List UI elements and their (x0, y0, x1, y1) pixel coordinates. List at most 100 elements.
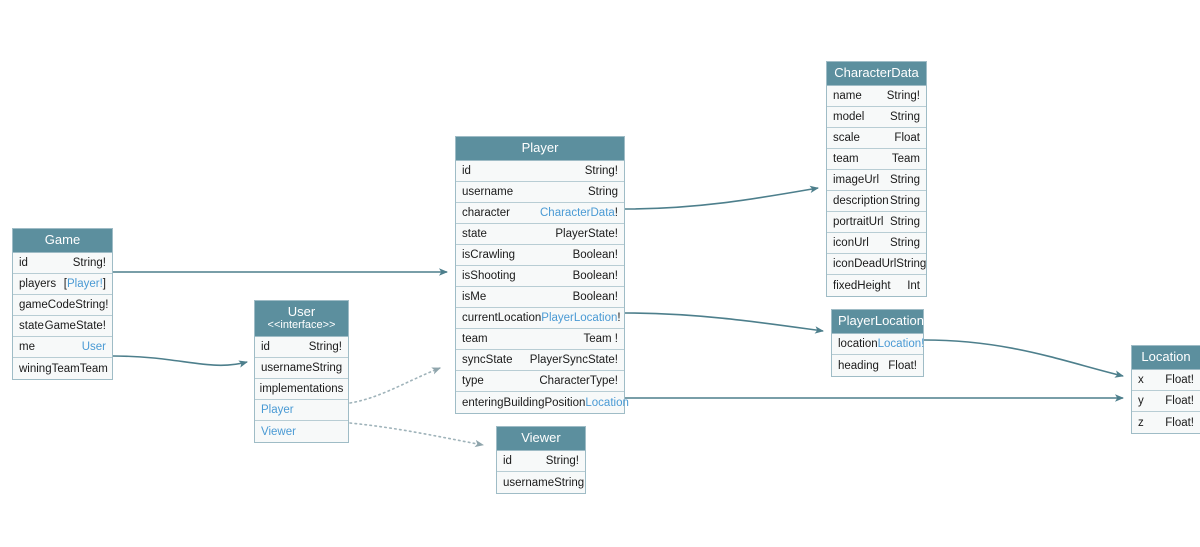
non-null-marker: ! (617, 312, 621, 324)
entity-characterdata[interactable]: CharacterData name String! model String … (826, 61, 927, 297)
field-row[interactable]: team Team ! (456, 329, 624, 350)
field-name: id (261, 341, 270, 353)
field-name: id (462, 165, 471, 177)
field-row[interactable]: isCrawling Boolean! (456, 245, 624, 266)
field-row[interactable]: character CharacterData! (456, 203, 624, 224)
field-row[interactable]: username String (456, 182, 624, 203)
field-row[interactable]: portraitUrl String (827, 212, 926, 233)
field-type: String (554, 476, 585, 489)
field-name: me (19, 341, 35, 353)
field-row[interactable]: heading Float! (832, 355, 923, 376)
field-row[interactable]: fixedHeight Int (827, 275, 926, 296)
field-row[interactable]: type CharacterType! (456, 371, 624, 392)
field-type: Float! (1165, 416, 1194, 429)
field-type-link[interactable]: Location! (877, 338, 925, 350)
field-type: Int (907, 279, 920, 292)
field-type: PlayerState! (555, 228, 618, 240)
field-type: Float (894, 132, 920, 144)
field-type: CharacterType! (539, 375, 618, 387)
entity-viewer-header: Viewer (497, 427, 585, 451)
implementation-player[interactable]: Player (261, 404, 294, 416)
field-name: location (838, 338, 878, 350)
field-type: CharacterData! (540, 207, 618, 219)
field-type: Team ! (583, 333, 618, 345)
field-row[interactable]: syncState PlayerSyncState! (456, 350, 624, 371)
field-row[interactable]: imageUrl String (827, 170, 926, 191)
field-type: [Player!] (64, 278, 106, 290)
field-row[interactable]: iconUrl String (827, 233, 926, 254)
field-name: description (833, 195, 889, 207)
field-row[interactable]: location Location! (832, 334, 925, 355)
entity-viewer-title: Viewer (521, 430, 561, 445)
field-row[interactable]: id String! (456, 161, 624, 182)
entity-user-title: User (287, 304, 316, 319)
edge-game-me-to-user (112, 355, 248, 368)
field-name: username (261, 362, 313, 374)
field-type: String! (308, 341, 342, 353)
field-type: String (889, 237, 920, 249)
field-name: name (833, 90, 862, 102)
field-row[interactable]: username String (497, 472, 585, 493)
entity-playerlocation[interactable]: PlayerLocation location Location! headin… (831, 309, 924, 377)
field-type-link[interactable]: Player! (67, 278, 103, 290)
field-type-link[interactable]: CharacterData (540, 207, 615, 219)
field-row[interactable]: enteringBuildingPosition Location (456, 392, 629, 413)
field-row[interactable]: username String (255, 358, 348, 379)
implementation-viewer[interactable]: Viewer (261, 425, 296, 438)
entity-game-title: Game (44, 232, 81, 247)
field-type: Float! (1165, 395, 1194, 407)
field-row[interactable]: z Float! (1132, 412, 1200, 433)
field-row[interactable]: gameCode String! (13, 295, 112, 316)
field-row[interactable]: team Team (827, 149, 926, 170)
entity-characterdata-title: CharacterData (834, 65, 919, 80)
field-row[interactable]: state GameState! (13, 316, 112, 337)
implementation-row[interactable]: Viewer (255, 421, 348, 442)
field-row[interactable]: iconDeadUrl String (827, 254, 926, 275)
field-row[interactable]: id String! (497, 451, 585, 472)
field-type: PlayerLocation! (541, 312, 620, 324)
field-row[interactable]: name String! (827, 86, 926, 107)
field-name: team (462, 333, 488, 345)
field-type: String (889, 195, 920, 207)
field-row[interactable]: winingTeam Team (13, 358, 112, 379)
entity-user-stereotype: <<interface>> (267, 319, 336, 331)
implementations-label: implementations (259, 383, 344, 395)
field-row[interactable]: id String! (255, 337, 348, 358)
field-row[interactable]: scale Float (827, 128, 926, 149)
edge-user-impl-player (349, 367, 441, 404)
field-name: scale (833, 132, 860, 144)
field-type: PlayerSyncState! (529, 354, 618, 366)
field-type-link[interactable]: Location (585, 396, 629, 409)
field-row[interactable]: x Float! (1132, 370, 1200, 391)
entity-viewer[interactable]: Viewer id String! username String (496, 426, 586, 494)
field-name: portraitUrl (833, 216, 884, 228)
entity-player-title: Player (521, 140, 559, 155)
field-row[interactable]: description String (827, 191, 926, 212)
field-row[interactable]: y Float! (1132, 391, 1200, 412)
edge-playerlocation-location-to-location (923, 339, 1124, 378)
field-row[interactable]: id String! (13, 253, 112, 274)
field-type: String! (72, 257, 106, 269)
field-row[interactable]: players [Player!] (13, 274, 112, 295)
field-row[interactable]: state PlayerState! (456, 224, 624, 245)
field-type: Boolean! (572, 249, 618, 261)
field-type: Team (891, 153, 920, 165)
field-row[interactable]: model String (827, 107, 926, 128)
field-type: Boolean! (572, 270, 618, 282)
field-name: y (1138, 395, 1144, 407)
implementation-row[interactable]: Player (255, 400, 348, 421)
entity-game[interactable]: Game id String! players [Player!] gameCo… (12, 228, 113, 380)
entity-location[interactable]: Location x Float! y Float! z Float! (1131, 345, 1200, 434)
non-null-marker: ! (614, 207, 618, 219)
entity-player[interactable]: Player id String! username String charac… (455, 136, 629, 414)
field-type: Float! (1165, 374, 1194, 386)
field-row[interactable]: currentLocation PlayerLocation! (456, 308, 624, 329)
field-type: Boolean! (572, 291, 618, 303)
field-type-link[interactable]: User (81, 341, 106, 353)
entity-characterdata-header: CharacterData (827, 62, 926, 86)
field-row[interactable]: isShooting Boolean! (456, 266, 624, 287)
field-type-link[interactable]: PlayerLocation (541, 312, 618, 324)
field-row[interactable]: isMe Boolean! (456, 287, 624, 308)
entity-user[interactable]: User <<interface>> id String! username S… (254, 300, 349, 443)
field-row[interactable]: me User (13, 337, 112, 358)
